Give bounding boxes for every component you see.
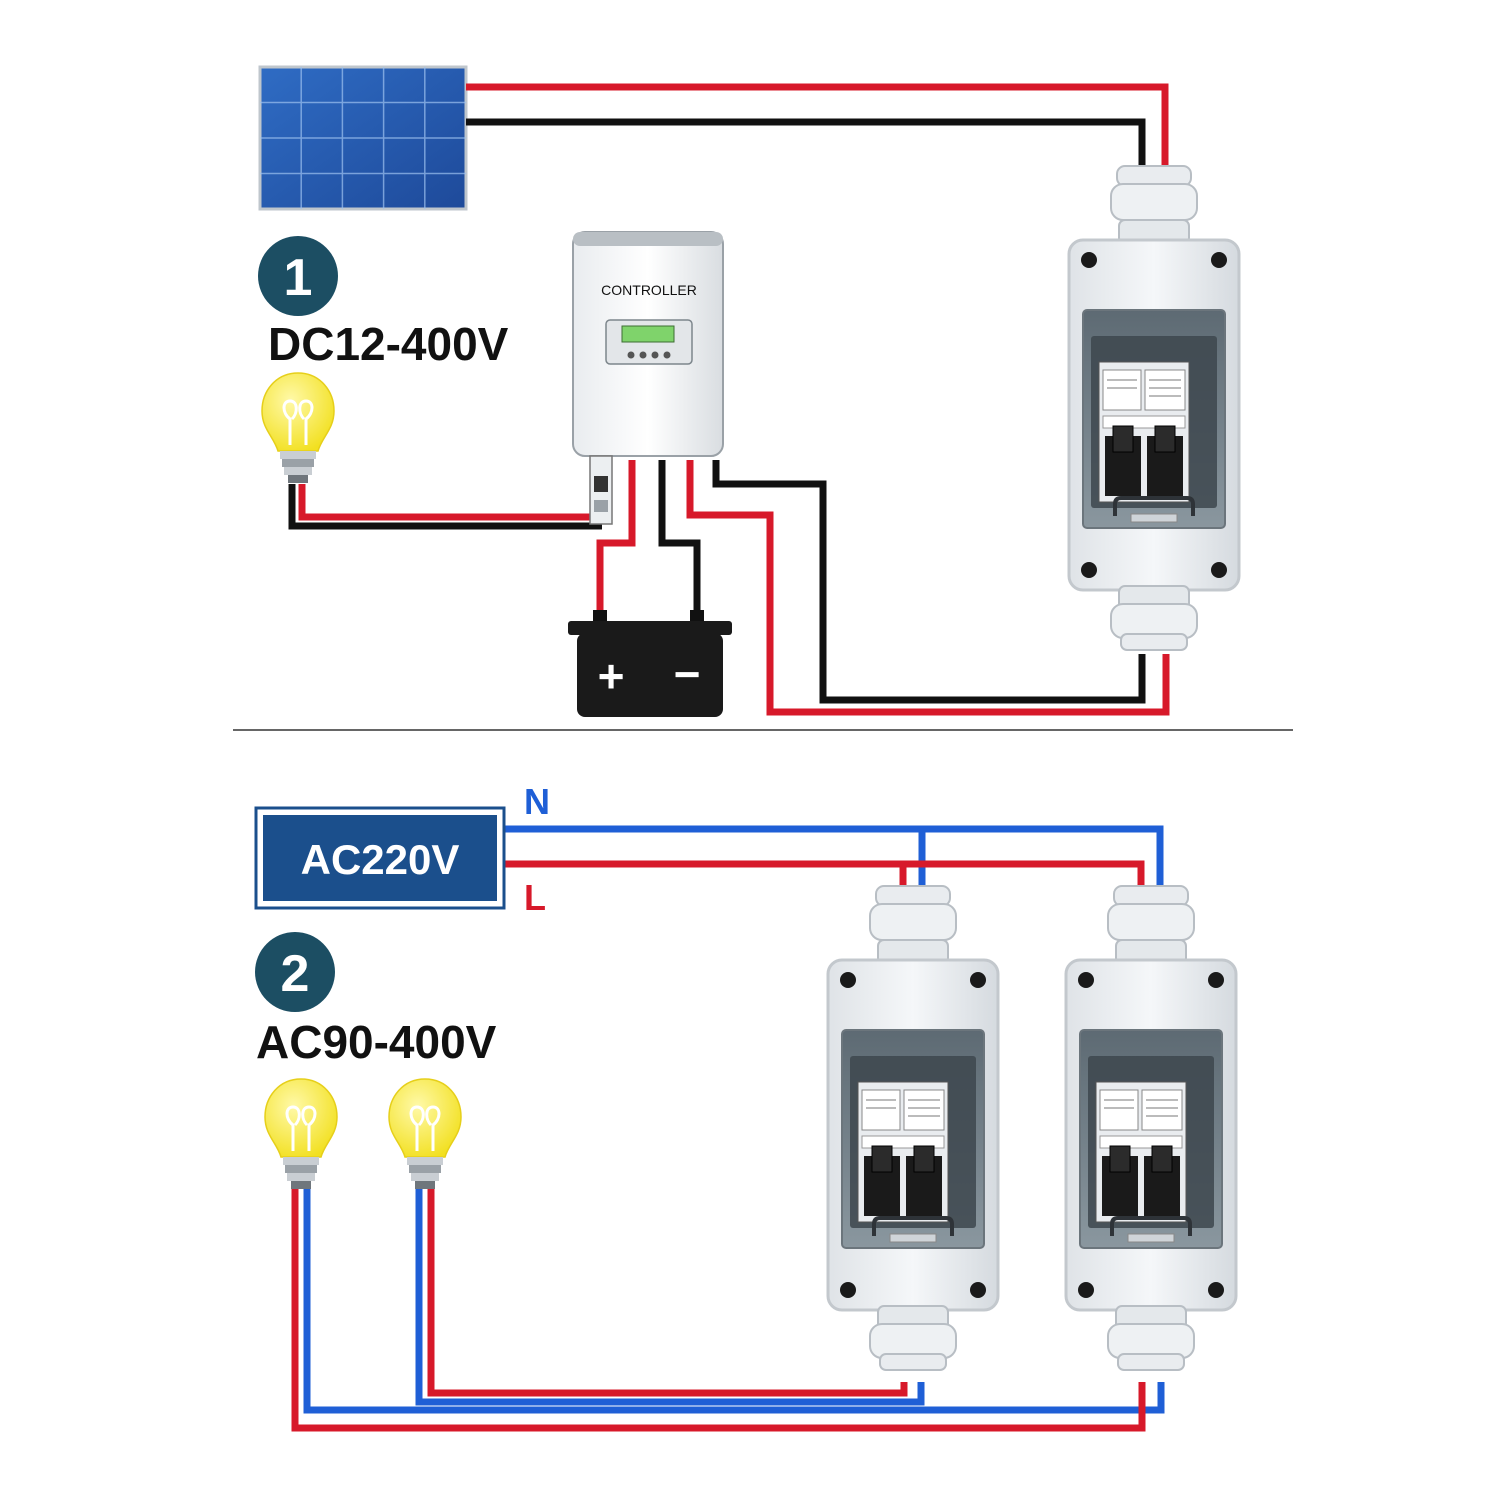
breaker-enclosure-ac-2 [1064, 884, 1238, 1372]
bulb-icon-dc [260, 371, 336, 485]
solar-panel-icon [258, 65, 468, 211]
section-2-voltage: AC90-400V [256, 1016, 497, 1068]
section-1-badge: 1 [258, 236, 338, 316]
section-2-badge: 2 [255, 932, 335, 1012]
breaker-enclosure-ac-1 [826, 884, 1000, 1372]
battery-minus-label: − [674, 648, 701, 700]
battery-plus-label: + [598, 650, 625, 702]
ac-source-label: AC220V [301, 836, 460, 883]
section-2-ac: AC220V N L 2 AC90-400V [254, 781, 1238, 1432]
section-1-dc: CONTROLLER + − 1 DC12-400V [258, 65, 1241, 717]
section-2-number: 2 [281, 945, 310, 1003]
live-label: L [524, 877, 546, 918]
bulb-icon-ac-1 [263, 1077, 339, 1191]
battery-wires [596, 460, 701, 612]
load-wires [288, 484, 602, 530]
section-1-voltage: DC12-400V [268, 318, 509, 370]
battery-icon: + − [568, 610, 732, 717]
bulb-icon-ac-2 [387, 1077, 463, 1191]
dc-input-wires [466, 83, 1169, 178]
section-1-number: 1 [284, 249, 313, 307]
breaker-enclosure-dc [1067, 164, 1241, 652]
ac-supply-wires [503, 825, 1164, 886]
controller-label: CONTROLLER [601, 282, 697, 298]
ac-source-box: AC220V [254, 806, 506, 910]
charge-controller: CONTROLLER [572, 231, 724, 525]
ac-load-wires [291, 1180, 1165, 1432]
neutral-label: N [524, 781, 550, 822]
dc-output-wires [686, 460, 1170, 716]
